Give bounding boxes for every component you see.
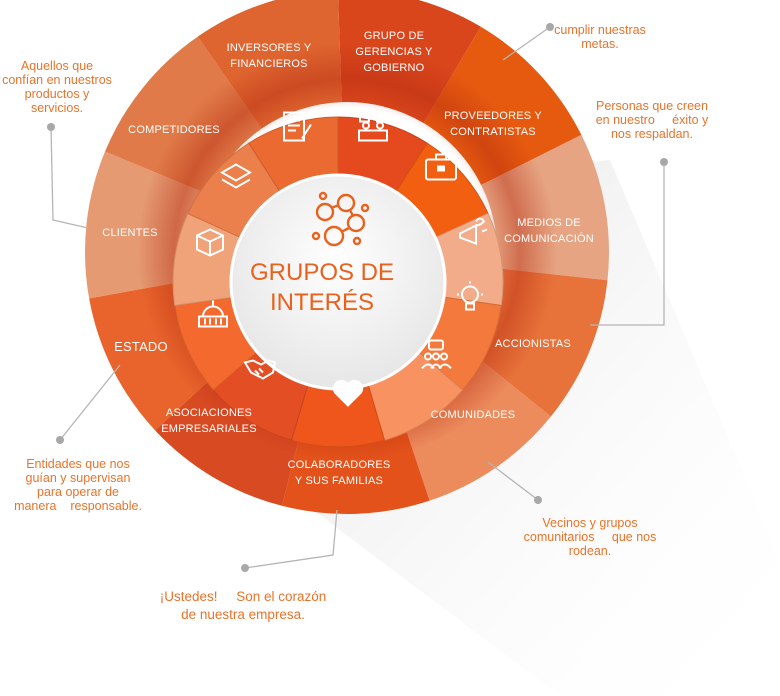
briefcase-icon (424, 151, 458, 190)
segment-label-line: GOBIERNO (363, 62, 425, 74)
segment-label-line: CLIENTES (102, 227, 158, 239)
segment-label-line: ESTADO (114, 339, 168, 354)
segment-label-line: ASOCIACIONES (165, 407, 253, 419)
layers-icon (219, 161, 253, 200)
segment-label-competidores: COMPETIDORES (128, 122, 220, 138)
segment-label-line: COMUNICACIÓN (504, 233, 594, 245)
segment-label-estado: ESTADO (114, 339, 168, 355)
capitol-icon (196, 297, 230, 336)
segment-label-medios: MEDIOS DE COMUNICACIÓN (504, 215, 594, 247)
segment-label-line: GERENCIAS Y (355, 46, 433, 58)
megaphone-icon (456, 214, 490, 253)
segment-label-grupo-gerencias: GRUPO DE GERENCIAS Y GOBIERNO (355, 28, 432, 76)
community-icon (419, 339, 453, 378)
meeting-icon (356, 114, 390, 154)
segment-label-comunidades: COMUNIDADES (431, 407, 516, 423)
heart-icon (331, 377, 365, 416)
note-comunidades: Vecinos y grupos comunitarios que nos ro… (523, 516, 657, 558)
segment-label-line: MEDIOS DE (517, 217, 581, 229)
segment-label-line: ACCIONISTAS (495, 338, 571, 350)
center-title-line1: GRUPOS DE (249, 259, 395, 286)
note-estado: Entidades que nos guían y supervisan par… (14, 457, 142, 513)
note-grupo: cumplir nuestras metas. (554, 23, 646, 51)
callout-lines (50, 26, 665, 569)
center-title-line2: INTERÉS (269, 289, 374, 316)
segment-label-asociaciones: ASOCIACIONES EMPRESARIALES (161, 405, 257, 437)
segment-label-inversores: INVERSORES Y FINANCIEROS (227, 40, 312, 72)
segment-label-line: Y SUS FAMILIAS (294, 475, 384, 487)
center-title: GRUPOS DE INTERÉS (250, 258, 394, 318)
document-icon (280, 111, 314, 150)
network-people-icon (311, 191, 370, 247)
segment-label-line: GRUPO DE (363, 30, 425, 42)
note-colaboradores: ¡Ustedes! Son el corazón de nuestra empr… (159, 589, 327, 622)
note-clientes: Aquellos que confían en nuestros product… (2, 59, 112, 115)
note-accionistas: Personas que creen en nuestro éxito y no… (595, 99, 709, 141)
segment-label-colaboradores: COLABORADORES Y SUS FAMILIAS (288, 457, 391, 489)
segment-label-proveedores: PROVEEDORES Y CONTRATISTAS (444, 108, 542, 140)
segment-label-line: EMPRESARIALES (161, 423, 257, 435)
segment-label-line: COLABORADORES (287, 459, 391, 471)
segment-label-clientes: CLIENTES (102, 225, 157, 241)
callout-dots (47, 23, 668, 572)
segment-label-line: COMUNIDADES (430, 409, 516, 421)
lightbulb-icon (453, 281, 487, 320)
segment-label-line: INVERSORES Y (226, 42, 312, 54)
segment-label-line: PROVEEDORES Y (444, 110, 542, 122)
segment-label-line: FINANCIEROS (230, 58, 308, 70)
box-icon (193, 224, 227, 263)
segment-label-line: COMPETIDORES (128, 124, 220, 136)
segment-label-accionistas: ACCIONISTAS (495, 336, 571, 352)
segment-label-line: CONTRATISTAS (450, 126, 536, 138)
handshake-icon (243, 351, 277, 390)
